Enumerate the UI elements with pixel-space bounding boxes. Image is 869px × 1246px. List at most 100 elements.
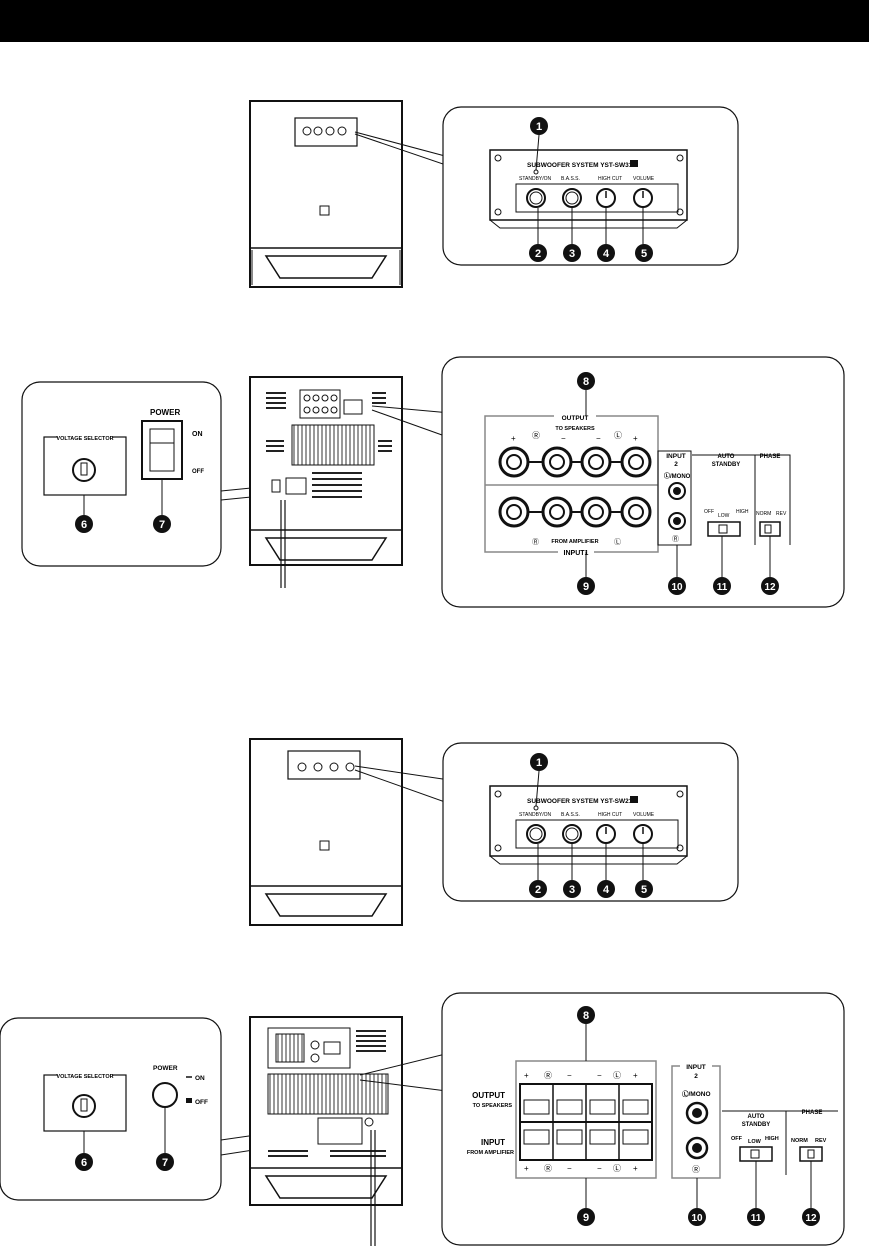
svg-text:Ⓡ: Ⓡ — [532, 431, 540, 440]
callout-10b: 10 — [688, 1208, 706, 1226]
svg-text:ON: ON — [192, 431, 203, 438]
svg-text:−: − — [567, 1164, 572, 1173]
svg-text:2: 2 — [694, 1073, 698, 1080]
svg-text:Ⓡ: Ⓡ — [692, 1165, 700, 1174]
svg-text:LOW: LOW — [748, 1139, 762, 1145]
svg-text:AUTO: AUTO — [748, 1114, 765, 1120]
svg-text:7: 7 — [162, 1157, 168, 1169]
front-2-model: SUBWOOFER SYSTEM YST-SW215 — [527, 798, 636, 805]
svg-text:6: 6 — [81, 1157, 87, 1169]
svg-text:OFF: OFF — [731, 1136, 743, 1142]
svg-text:2: 2 — [674, 461, 678, 468]
svg-text:8: 8 — [583, 376, 589, 388]
svg-text:OUTPUT: OUTPUT — [472, 1091, 505, 1100]
speaker-terminals-1: OUTPUT TO SPEAKERS + Ⓡ − − Ⓛ + Ⓡ FROM AM… — [484, 410, 659, 558]
svg-text:NORM: NORM — [756, 511, 771, 517]
svg-text:9: 9 — [583, 1212, 589, 1224]
svg-text:6: 6 — [81, 519, 87, 531]
callout-5b: 5 — [635, 880, 653, 898]
svg-text:NORM: NORM — [791, 1138, 808, 1144]
svg-text:POWER: POWER — [153, 1065, 178, 1072]
svg-text:Ⓡ: Ⓡ — [672, 535, 679, 543]
front-unit-2 — [249, 738, 491, 926]
callout-7b: 7 — [156, 1153, 174, 1171]
svg-text:FROM AMPLIFIER: FROM AMPLIFIER — [551, 539, 598, 545]
svg-text:OUTPUT: OUTPUT — [562, 415, 589, 422]
svg-text:PHASE: PHASE — [802, 1110, 823, 1116]
phase-switch-1: PHASE NORM REV — [755, 454, 791, 545]
speaker-clips-2: OUTPUT TO SPEAKERS INPUT FROM AMPLIFIER … — [467, 1060, 657, 1179]
svg-text:LOW: LOW — [718, 513, 730, 519]
svg-text:Ⓛ: Ⓛ — [614, 538, 621, 546]
svg-text:POWER: POWER — [150, 408, 180, 417]
svg-text:11: 11 — [751, 1213, 762, 1224]
svg-text:−: − — [597, 1164, 602, 1173]
front-panel-2: SUBWOOFER SYSTEM YST-SW215 STANDBY/ON B.… — [489, 785, 688, 865]
svg-text:Ⓛ: Ⓛ — [613, 1071, 621, 1080]
svg-text:2: 2 — [535, 248, 541, 260]
svg-text:+: + — [633, 1164, 638, 1173]
svg-text:OFF: OFF — [192, 469, 204, 475]
callout-4a: 4 — [597, 244, 615, 262]
svg-text:4: 4 — [603, 884, 610, 896]
callout-6b: 6 — [75, 1153, 93, 1171]
svg-text:TO SPEAKERS: TO SPEAKERS — [555, 426, 595, 432]
power-switch-1: POWER ON OFF — [141, 408, 204, 480]
zoom-rear-right-1 — [441, 356, 845, 608]
svg-text:STANDBY: STANDBY — [712, 462, 741, 468]
svg-text:12: 12 — [805, 1213, 817, 1224]
label-bass-2: B.A.S.S. — [561, 812, 580, 818]
svg-text:ON: ON — [195, 1075, 205, 1082]
svg-text:OFF: OFF — [195, 1099, 208, 1106]
callout-5a: 5 — [635, 244, 653, 262]
power-button-2: POWER ON OFF — [152, 1065, 208, 1108]
svg-text:Ⓛ: Ⓛ — [614, 431, 622, 440]
label-volume-2: VOLUME — [633, 812, 655, 818]
svg-text:VOLTAGE SELECTOR: VOLTAGE SELECTOR — [56, 436, 113, 442]
label-standby-on: STANDBY/ON — [519, 176, 552, 182]
svg-text:REV: REV — [815, 1138, 827, 1144]
label-standby-on-2: STANDBY/ON — [519, 812, 552, 818]
svg-text:AUTO: AUTO — [718, 454, 735, 460]
label-volume: VOLUME — [633, 176, 655, 182]
svg-text:Ⓡ: Ⓡ — [532, 538, 539, 546]
label-bass: B.A.S.S. — [561, 176, 580, 182]
svg-text:4: 4 — [603, 248, 610, 260]
svg-text:INPUT1: INPUT1 — [564, 550, 589, 557]
svg-text:TO SPEAKERS: TO SPEAKERS — [473, 1103, 513, 1109]
svg-text:1: 1 — [536, 121, 542, 133]
svg-text:Ⓛ/MONO: Ⓛ/MONO — [664, 472, 691, 480]
svg-text:11: 11 — [717, 582, 728, 593]
input2-jacks-2: INPUT 2 Ⓛ/MONO Ⓡ — [671, 1060, 721, 1179]
svg-text:−: − — [596, 434, 601, 443]
callout-9a: 9 — [577, 577, 595, 595]
svg-text:HIGH: HIGH — [765, 1136, 779, 1142]
svg-text:Ⓡ: Ⓡ — [544, 1071, 552, 1080]
svg-text:12: 12 — [764, 582, 776, 593]
voltage-selector-2: VOLTAGE SELECTOR — [43, 1070, 127, 1132]
svg-text:+: + — [511, 434, 516, 443]
svg-text:REV: REV — [776, 511, 787, 517]
callout-9b: 9 — [577, 1208, 595, 1226]
svg-text:−: − — [567, 1071, 572, 1080]
callout-8a: 8 — [577, 372, 595, 390]
phase-switch-2: PHASE NORM REV — [786, 1110, 838, 1162]
callout-3a: 3 — [563, 244, 581, 262]
svg-text:10: 10 — [671, 582, 683, 593]
svg-text:VOLTAGE SELECTOR: VOLTAGE SELECTOR — [56, 1074, 113, 1080]
svg-text:Ⓛ/MONO: Ⓛ/MONO — [682, 1089, 711, 1098]
callout-11b: 11 — [747, 1208, 765, 1226]
callout-1b: 1 — [530, 753, 548, 771]
svg-text:INPUT: INPUT — [666, 453, 686, 460]
callout-8b: 8 — [577, 1006, 595, 1024]
callout-4b: 4 — [597, 880, 615, 898]
svg-text:+: + — [524, 1164, 529, 1173]
svg-text:+: + — [524, 1071, 529, 1080]
svg-text:−: − — [597, 1071, 602, 1080]
svg-text:STANDBY: STANDBY — [742, 1122, 771, 1128]
rear-unit-2 — [249, 1016, 403, 1246]
svg-text:7: 7 — [159, 519, 165, 531]
svg-text:10: 10 — [691, 1213, 703, 1224]
svg-text:+: + — [633, 434, 638, 443]
